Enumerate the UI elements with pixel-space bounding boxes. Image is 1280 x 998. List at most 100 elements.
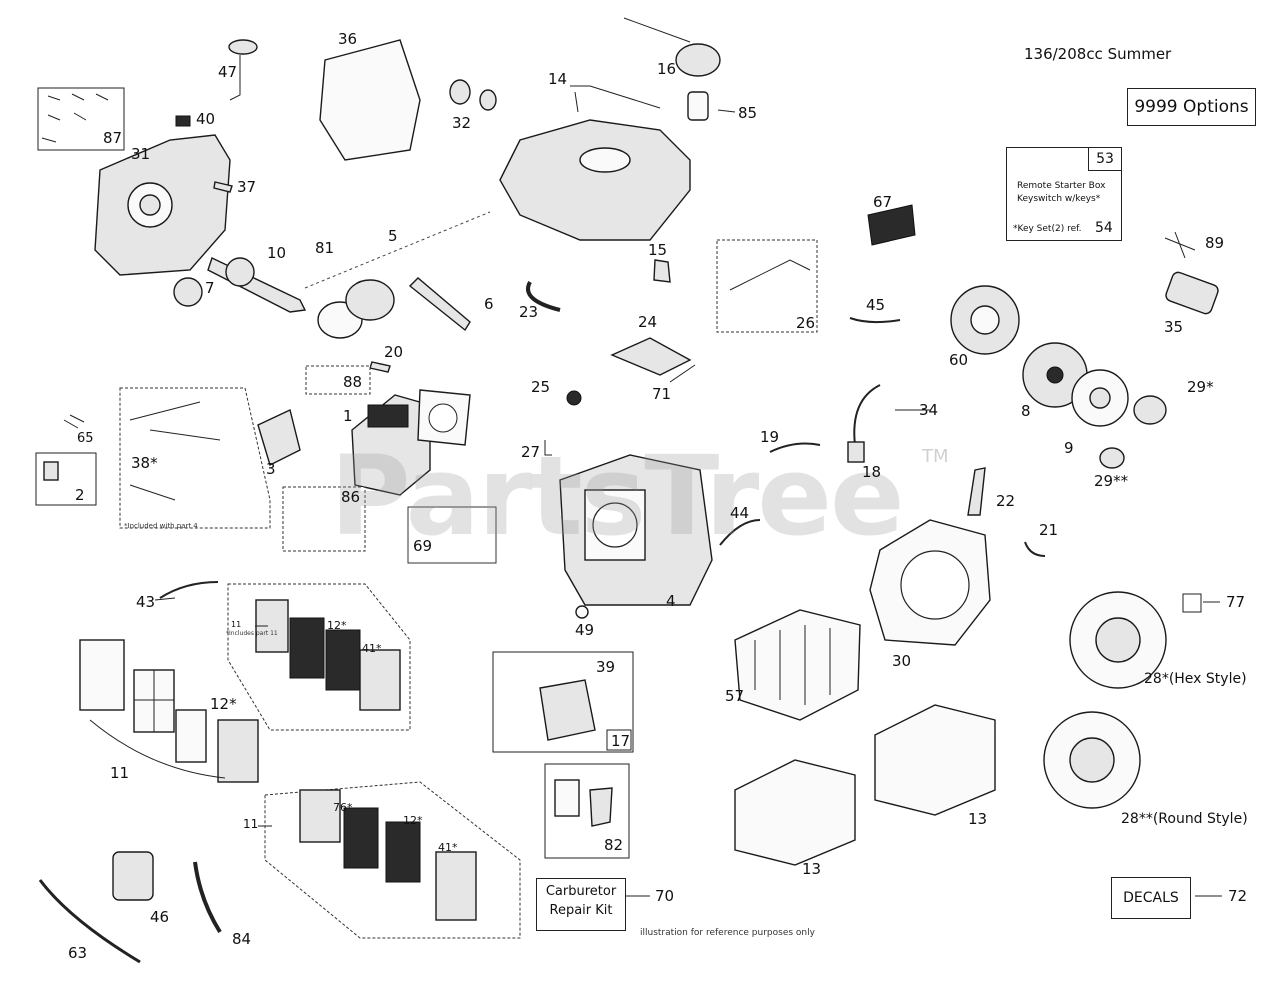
options-box[interactable]: 9999 Options — [1127, 88, 1256, 126]
ignition-coil-18 — [847, 441, 865, 463]
callout-28-hex: 28*(Hex Style) — [1144, 671, 1247, 687]
part-84 — [193, 861, 222, 934]
callout-31: 31 — [131, 145, 151, 163]
callout-18: 18 — [862, 463, 882, 481]
callout-41a: 41* — [362, 642, 382, 655]
cup-29b — [1099, 447, 1125, 469]
callout-39: 39 — [596, 658, 616, 676]
fuel-hose-23 — [526, 281, 561, 312]
callout-85: 85 — [738, 104, 758, 122]
callout-77: 77 — [1226, 593, 1246, 611]
carb-kit-line2: Repair Kit — [549, 903, 613, 918]
callout-12c: 12* — [403, 814, 423, 827]
callout-41b: 41* — [438, 841, 458, 854]
callout-47: 47 — [218, 63, 238, 81]
callout-8: 8 — [1021, 402, 1031, 420]
callout-14: 14 — [548, 70, 568, 88]
bearing-32a — [449, 79, 471, 105]
part-25 — [566, 390, 582, 406]
gasket-36 — [319, 39, 421, 161]
remote-starter-ref: 53 — [1088, 148, 1121, 171]
callout-16: 16 — [657, 60, 677, 78]
remote-starter-line2: Keyswitch w/keys* — [1017, 194, 1101, 204]
callout-28-round: 28**(Round Style) — [1121, 811, 1248, 827]
carburetor-repair-kit-box[interactable]: Carburetor Repair Kit — [536, 878, 626, 931]
callout-60: 60 — [949, 351, 969, 369]
throttle-bracket — [610, 337, 692, 376]
callout-67: 67 — [873, 193, 893, 211]
muffler-guard-57 — [734, 609, 861, 721]
connecting-rod — [408, 277, 471, 332]
muffler-13-left — [734, 759, 856, 866]
callout-30: 30 — [892, 652, 912, 670]
muffler-13-right — [874, 704, 996, 816]
air-cleaner-kit-left — [79, 639, 259, 783]
callout-1: 1 — [343, 407, 353, 425]
bearing-32b — [479, 89, 497, 111]
callout-29a: 29* — [1187, 378, 1214, 396]
callout-4: 4 — [666, 592, 676, 610]
decals-label: DECALS — [1123, 890, 1179, 906]
part-46 — [112, 851, 154, 901]
callout-76: 76* — [333, 801, 353, 814]
callout-40: 40 — [196, 110, 216, 128]
callout-arrows — [154, 85, 1222, 897]
callout-20: 20 — [384, 343, 404, 361]
air-cleaner-kit-upper — [227, 583, 411, 731]
fuel-line-63 — [38, 879, 141, 964]
alternator-60 — [950, 285, 1020, 355]
starter-motor-35 — [1165, 271, 1219, 315]
recoil-starter-round — [1043, 711, 1141, 809]
plug-40 — [175, 115, 191, 127]
remote-starter-box[interactable]: 53 Remote Starter Box Keyswitch w/keys* … — [1006, 147, 1122, 241]
callout-25: 25 — [531, 378, 551, 396]
callout-84: 84 — [232, 930, 252, 948]
part-89 — [1164, 231, 1196, 259]
callout-19: 19 — [760, 428, 780, 446]
part-77-box — [1182, 593, 1202, 613]
carburetor-box-39 — [492, 651, 634, 753]
oil-fill-cap — [228, 39, 258, 101]
callout-17: 17 — [611, 732, 631, 750]
callout-7: 7 — [205, 279, 215, 297]
callout-87: 87 — [103, 129, 123, 147]
part-45 — [849, 317, 901, 324]
callout-36: 36 — [338, 30, 358, 48]
air-cleaner-kit-lower — [264, 781, 521, 939]
fitting-37 — [213, 181, 233, 193]
callout-24: 24 — [638, 313, 658, 331]
callout-81: 81 — [315, 239, 335, 257]
callout-34: 34 — [919, 401, 939, 419]
callout-65: 65 — [77, 431, 94, 446]
callout-32: 32 — [452, 114, 472, 132]
callout-27: 27 — [521, 443, 541, 461]
options-box-label: 9999 Options — [1134, 97, 1249, 117]
callout-15: 15 — [648, 241, 668, 259]
callout-72: 72 — [1228, 887, 1248, 905]
includes-11-note: *Includes part 11 — [226, 630, 278, 637]
kit-26-box — [716, 239, 818, 333]
callout-12b: 12* — [210, 695, 237, 713]
callout-13a: 13 — [968, 810, 988, 828]
piston — [345, 279, 395, 321]
callout-23: 23 — [519, 303, 539, 321]
callout-89: 89 — [1205, 234, 1225, 252]
callout-5: 5 — [388, 227, 398, 245]
part-27 — [544, 440, 552, 456]
illustration-note: illustration for reference purposes only — [640, 928, 815, 938]
callout-43: 43 — [136, 593, 156, 611]
part-21 — [1024, 541, 1046, 557]
callout-13b: 13 — [802, 860, 822, 878]
callout-2: 2 — [75, 486, 85, 504]
callout-70: 70 — [655, 887, 675, 905]
gasket-kit-82-box — [544, 763, 630, 859]
callout-49: 49 — [575, 621, 595, 639]
fuel-cap-16 — [623, 17, 721, 77]
callout-45: 45 — [866, 296, 886, 314]
remote-starter-line1: Remote Starter Box — [1017, 181, 1106, 191]
ignition-coil-wire — [853, 384, 881, 446]
included-note: *Included with part 4 — [124, 522, 198, 530]
decals-box[interactable]: DECALS — [1111, 877, 1191, 919]
callout-82: 82 — [604, 836, 624, 854]
